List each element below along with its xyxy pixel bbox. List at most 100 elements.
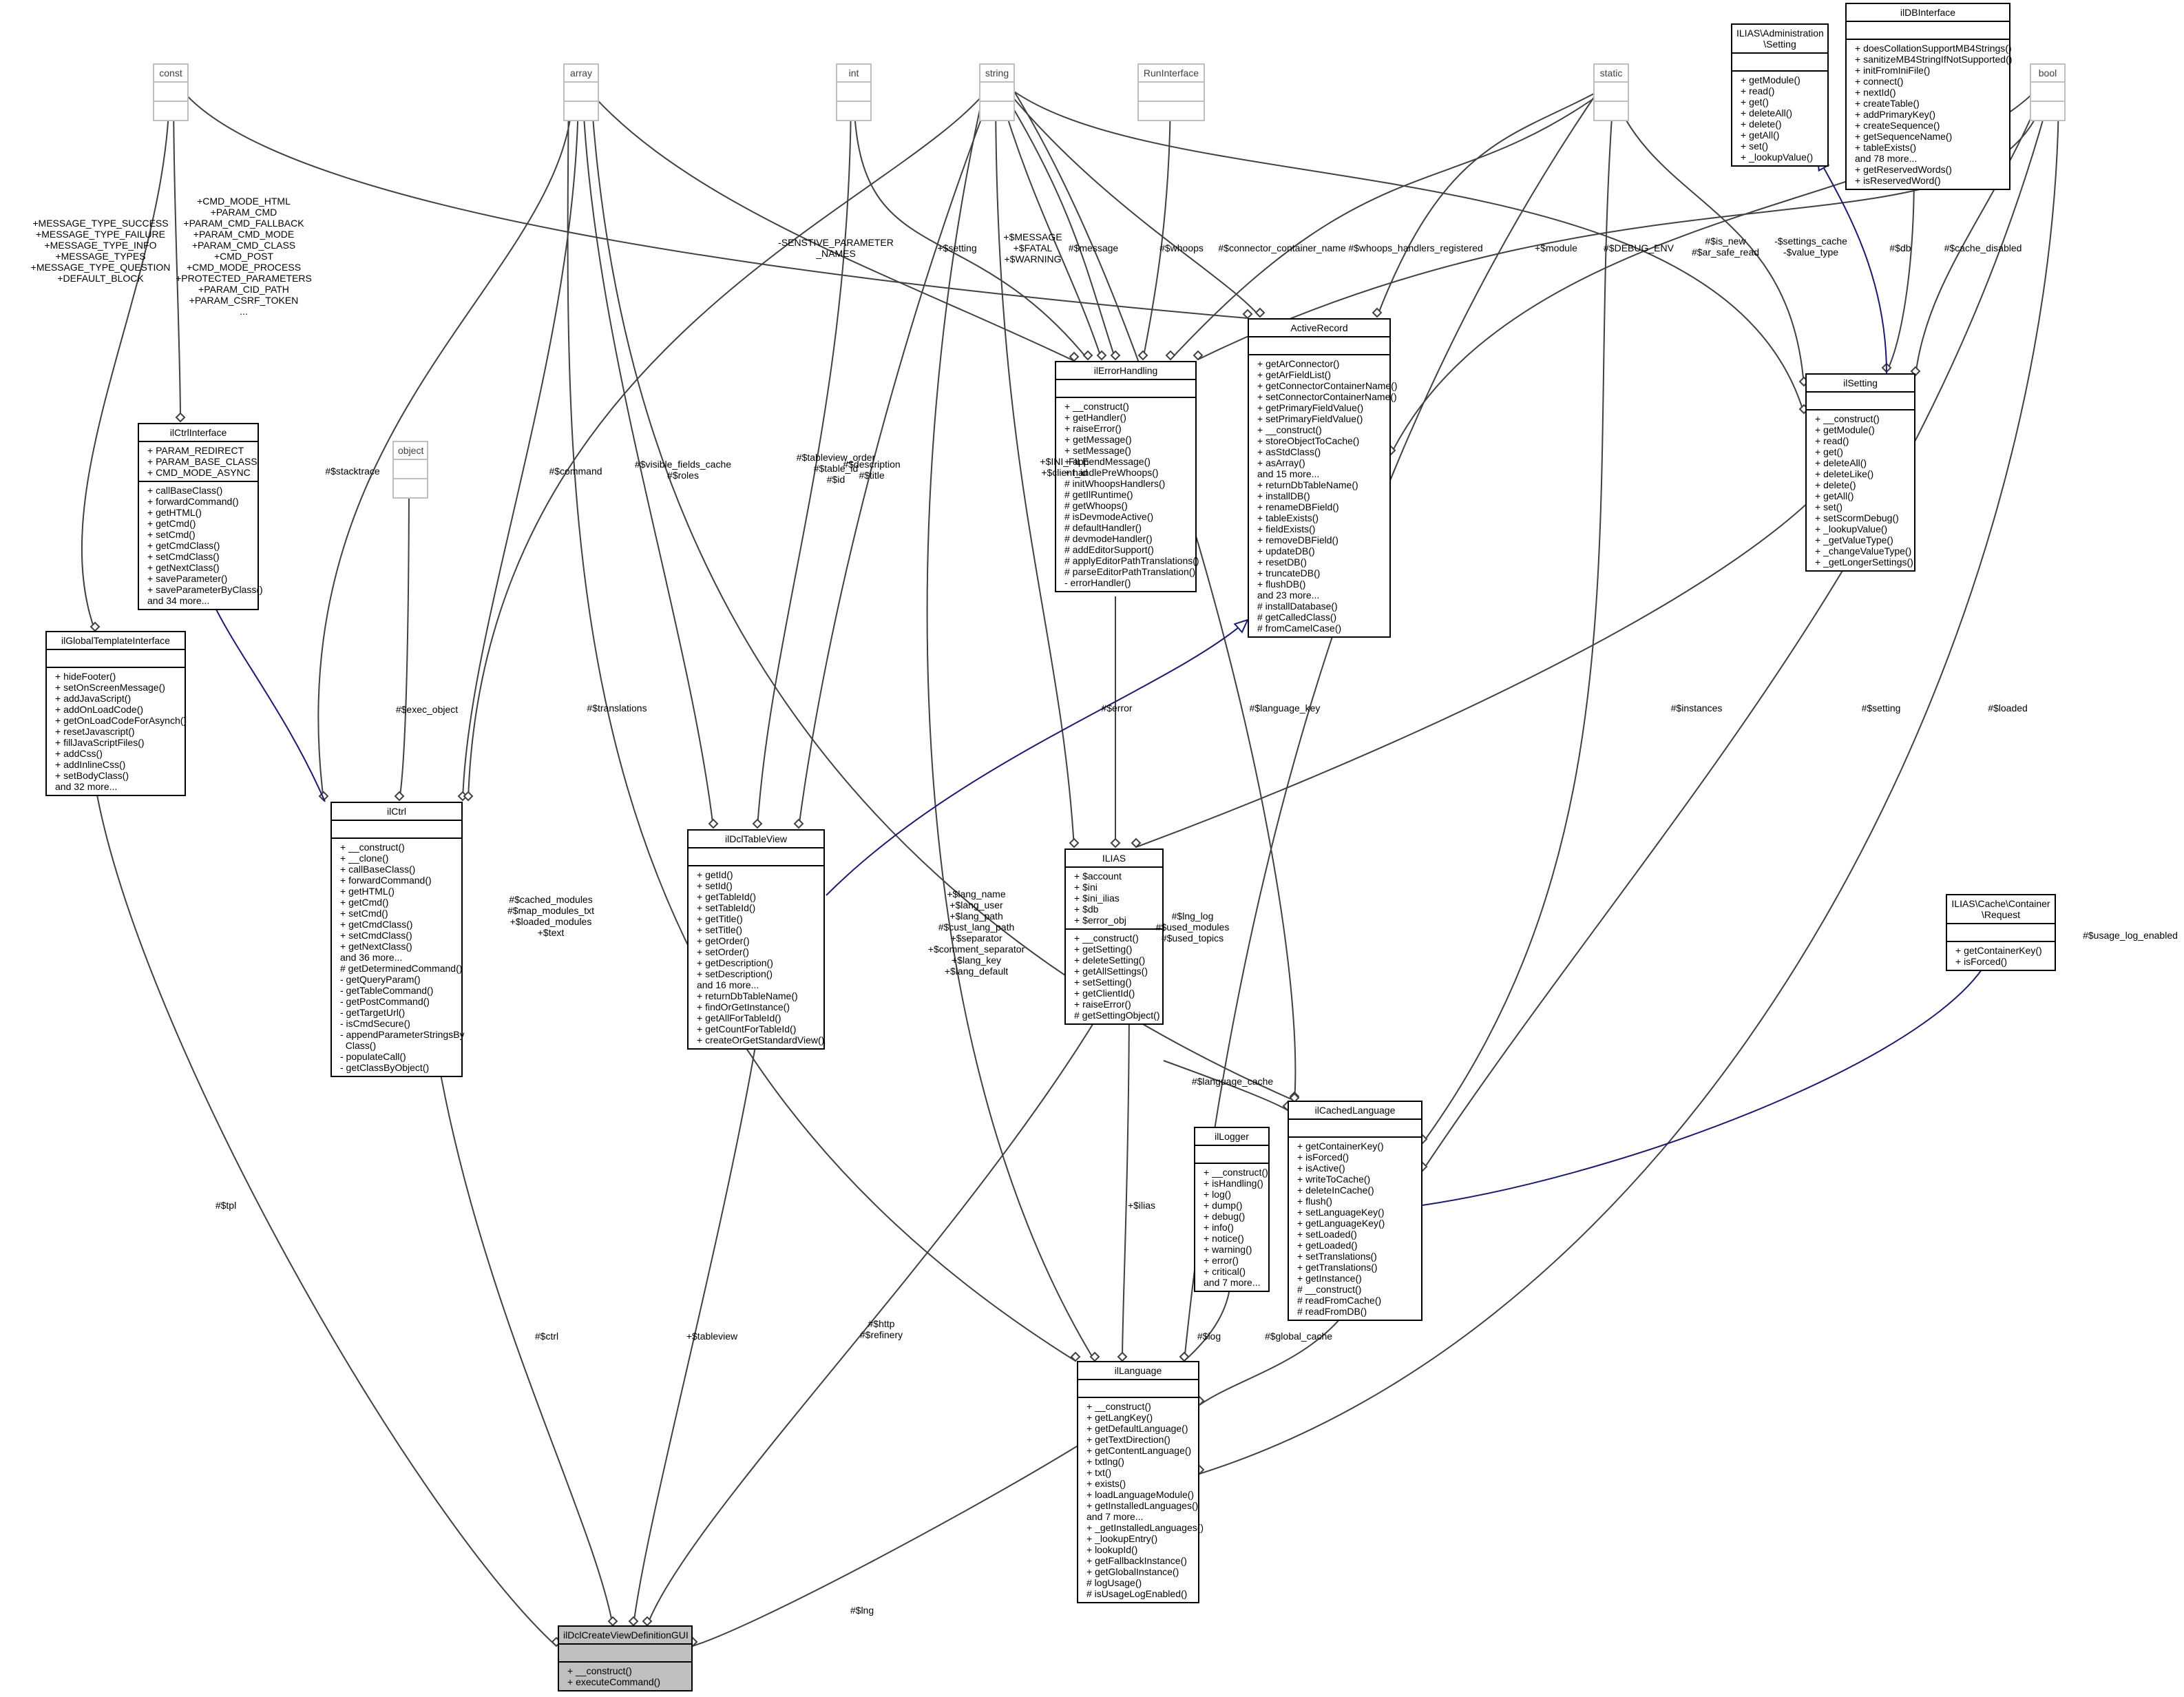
class-title: ILIAS\Administration\Setting xyxy=(1736,28,1824,50)
aggregation-diamond xyxy=(1131,837,1142,848)
operation: + txt() xyxy=(1086,1467,1112,1478)
operation: + getTextDirection() xyxy=(1086,1434,1170,1445)
edge-label-setting-obj: #$setting xyxy=(1861,702,1901,714)
operation: + _lookupEntry() xyxy=(1086,1533,1158,1544)
attribute: + $db xyxy=(1074,904,1099,915)
operation: + debug() xyxy=(1204,1211,1246,1222)
operation: and 7 more... xyxy=(1204,1277,1261,1288)
edge-label-cache-disabled: #$cache_disabled xyxy=(1944,242,2022,253)
aggregation-diamond xyxy=(642,1616,653,1627)
operation: + resetDB() xyxy=(1257,556,1307,568)
operation: + getTableId() xyxy=(697,891,756,902)
operation: + __construct() xyxy=(567,1665,632,1676)
operation: + isForced() xyxy=(1297,1152,1350,1163)
operation: # isDevmodeActive() xyxy=(1064,511,1154,522)
class-attributes xyxy=(1195,1145,1268,1163)
operation: + _getInstalledLanguages() xyxy=(1086,1522,1204,1533)
operation: + getContentLanguage() xyxy=(1086,1445,1192,1456)
operation: and 23 more... xyxy=(1257,590,1320,601)
operation: + getArConnector() xyxy=(1257,358,1340,369)
class-title: ilCachedLanguage xyxy=(1314,1105,1396,1116)
operation: + exists() xyxy=(1086,1478,1126,1489)
edge-label-log: #$log xyxy=(1197,1331,1221,1342)
edge-label-tableview-order: #$tableview_order #$table_id #$id xyxy=(796,452,876,485)
edge-label-connector: #$connector_container_name xyxy=(1218,242,1346,253)
operation: # initWhoopsHandlers() xyxy=(1064,478,1166,489)
class-operations: + __construct()+ getSetting()+ deleteSet… xyxy=(1066,928,1162,1023)
association-edge xyxy=(81,87,170,632)
operation: and 16 more... xyxy=(697,979,759,990)
operation: + getHandler() xyxy=(1064,412,1126,423)
edge-label-description: #$description #$title xyxy=(843,459,901,481)
class-ilCtrl: ilCtrl+ __construct()+ __clone()+ callBa… xyxy=(330,802,465,1077)
class-ilCtrlInterface: ilCtrlInterface+ PARAM_REDIRECT+ PARAM_B… xyxy=(138,423,263,610)
edge-label-module: +$module xyxy=(1535,242,1577,253)
operation: + __construct() xyxy=(1204,1167,1268,1178)
operation: + addPrimaryKey() xyxy=(1855,109,1936,120)
class-title: array xyxy=(570,67,592,79)
operation: + setPrimaryFieldValue() xyxy=(1257,413,1363,424)
operation: - getTargetUrl() xyxy=(340,1007,406,1018)
class-operations xyxy=(565,101,598,120)
operation: + getTitle() xyxy=(697,913,743,924)
operation: + deleteAll() xyxy=(1815,457,1867,468)
attribute: + PARAM_BASE_CLASS xyxy=(147,456,258,467)
operation: + get() xyxy=(1741,96,1769,107)
association-edge xyxy=(647,1009,1102,1626)
class-attributes: + PARAM_REDIRECT+ PARAM_BASE_CLASS+ CMD_… xyxy=(139,441,258,481)
association-edge xyxy=(853,87,1089,360)
class-ilDclTableView: ilDclTableView + getId()+ setId()+ getTab… xyxy=(687,829,825,1050)
aggregation-diamond xyxy=(1137,350,1148,361)
aggregation-diamond xyxy=(463,791,474,802)
operation: + nextId() xyxy=(1855,87,1896,98)
operation: + getHTML() xyxy=(147,507,202,518)
class-title: RunInterface xyxy=(1143,67,1199,79)
class-operations xyxy=(837,101,870,120)
operation: + setConnectorContainerName() xyxy=(1257,391,1397,402)
operation: # parseEditorPathTranslation() xyxy=(1064,566,1196,577)
operation: + getCmd() xyxy=(147,518,196,529)
class-operations: + hideFooter()+ setOnScreenMessage()+ ad… xyxy=(47,667,187,795)
association-edge xyxy=(1170,87,1609,360)
operation: + setCmd() xyxy=(340,908,388,919)
class-attributes xyxy=(689,847,823,865)
class-const: const xyxy=(153,63,189,121)
operation: + get() xyxy=(1815,446,1843,457)
inheritance-edge xyxy=(1818,157,1887,374)
operation: + flush() xyxy=(1297,1196,1332,1207)
operation: + lookupId() xyxy=(1086,1544,1138,1555)
class-operations: + getModule()+ read()+ get()+ deleteAll(… xyxy=(1732,70,1827,165)
operation: + __construct() xyxy=(1257,424,1322,435)
class-ilCachedLanguage: ilCachedLanguage+ getContainerKey()+ isF… xyxy=(1288,1101,1422,1321)
class-title: object xyxy=(398,445,424,456)
class-attributes xyxy=(1947,923,2055,941)
edge-label-fatal: +$MESSAGE +$FATAL +$WARNING xyxy=(1003,231,1062,264)
association-edge xyxy=(757,87,852,829)
operation: + getModule() xyxy=(1815,424,1875,435)
class-array: array xyxy=(563,63,599,121)
operation: # fromCamelCase() xyxy=(1257,623,1342,634)
operation: + getAllForTableId() xyxy=(697,1012,781,1023)
operation: + addJavaScript() xyxy=(55,693,132,704)
association-edge xyxy=(1184,87,1601,1362)
operation: + getHTML() xyxy=(340,886,395,897)
class-attributes xyxy=(1289,1118,1421,1136)
operation: + getOrder() xyxy=(697,935,750,946)
association-edge xyxy=(1122,987,1130,1362)
association-edge xyxy=(798,87,994,829)
class-operations: + __construct()+ __clone()+ callBaseClas… xyxy=(332,837,465,1076)
operation: + error() xyxy=(1204,1255,1239,1266)
operation: + __construct() xyxy=(1064,401,1129,412)
aggregation-diamond xyxy=(1242,309,1253,320)
class-title: ilDclTableView xyxy=(724,833,787,844)
edge-label-lang-name: +$lang_name +$lang_user +$lang_path #$cu… xyxy=(927,888,1025,977)
class-attributes xyxy=(1847,21,2009,39)
operation: + __construct() xyxy=(1086,1401,1151,1412)
class-attributes xyxy=(154,81,187,101)
class-bool: bool xyxy=(2030,63,2066,121)
class-operations: + getId()+ setId()+ getTableId()+ setTab… xyxy=(689,865,824,1048)
operation: and 78 more... xyxy=(1855,153,1918,164)
aggregation-diamond xyxy=(1165,350,1176,361)
attribute: + CMD_MODE_ASYNC xyxy=(147,467,251,478)
class-title: string xyxy=(985,67,1009,79)
